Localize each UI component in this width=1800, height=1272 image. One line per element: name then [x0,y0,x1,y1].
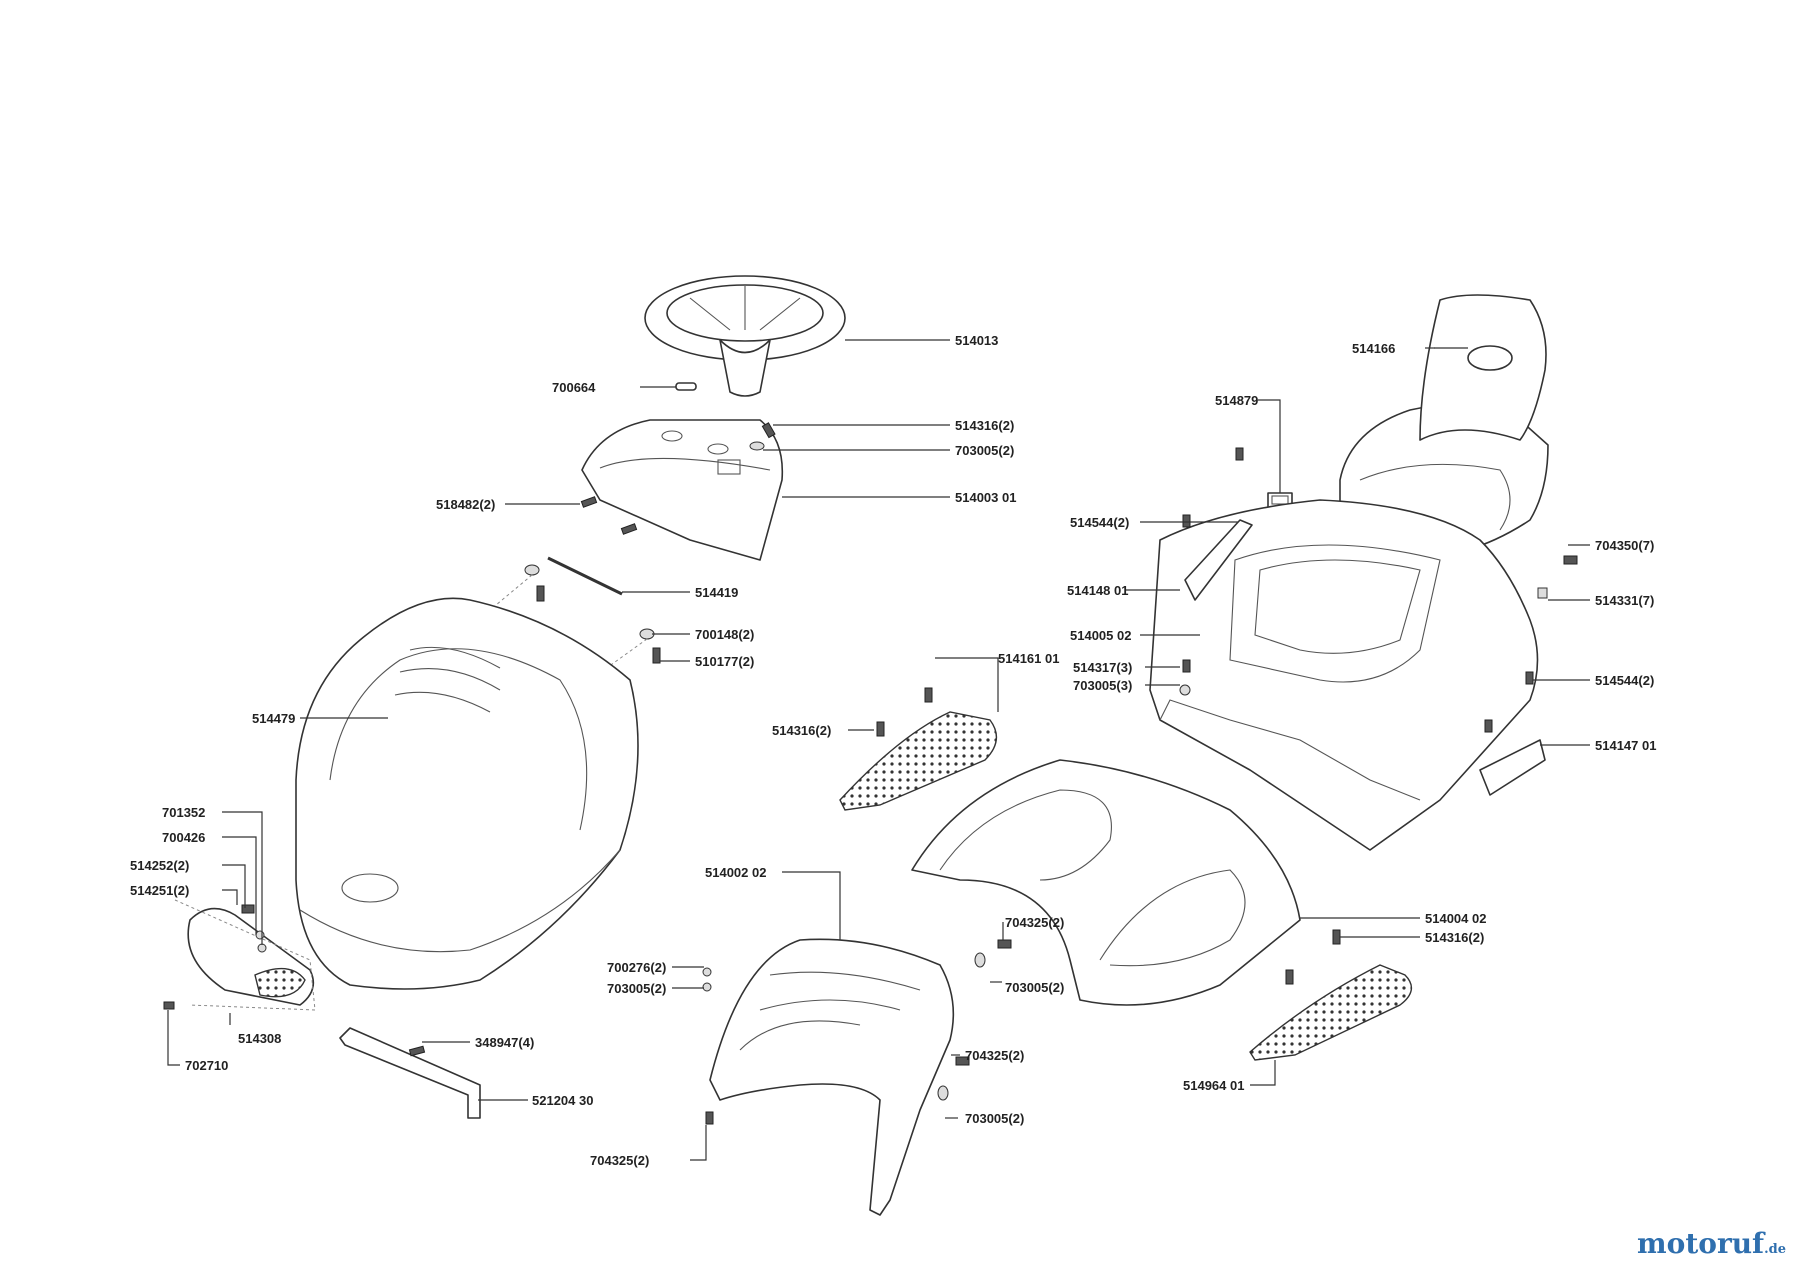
rear-body [1149,499,1539,851]
label-rear-screw-l: 514544(2) [1070,515,1129,530]
label-washer-c: 703005(2) [965,1111,1024,1126]
label-light-b: 700426 [162,830,205,845]
label-rear-screw-r: 514544(2) [1595,673,1654,688]
label-dash-panel: 514003 01 [955,490,1016,505]
label-light-c: 514252(2) [130,858,189,873]
dash-screws [580,422,776,535]
pin [675,382,697,391]
label-footplate-r-screw: 514316(2) [1425,930,1484,945]
label-mid-body: 514004 02 [1425,911,1486,926]
bracket [339,1027,481,1119]
logo-text: motoruf [1637,1227,1765,1260]
front-hardware [937,1056,970,1101]
logo-suffix: .de [1764,1242,1786,1257]
label-hood-screw: 510177(2) [695,654,754,669]
label-dash-washer: 703005(2) [955,443,1014,458]
label-rear-trim-r: 514147 01 [1595,738,1656,753]
label-rear-clip-b: 703005(3) [1073,678,1132,693]
label-bolt-b: 704325(2) [965,1048,1024,1063]
label-footplate-r: 514964 01 [1183,1078,1244,1093]
rod [547,556,623,596]
label-switch: 514879 [1215,393,1258,408]
label-rear-clip-a: 514317(3) [1073,660,1132,675]
label-nut-a: 700276(2) [607,960,666,975]
label-washer-b: 703005(2) [1005,980,1064,995]
label-footplate-l-screw: 514316(2) [772,723,831,738]
label-front-body: 514002 02 [705,865,766,880]
label-bolt-c: 704325(2) [590,1153,649,1168]
rear-trim-left [1184,519,1253,601]
label-steering-wheel: 514013 [955,333,998,348]
label-light-d: 514251(2) [130,883,189,898]
rear-hardware [1182,447,1578,733]
hood [295,597,639,990]
label-footplate-l: 514161 01 [998,651,1059,666]
label-bolt-a: 704325(2) [1005,915,1064,930]
front-body [702,938,955,1216]
label-rear-screw-r7: 704350(7) [1595,538,1654,553]
hood-hardware [489,564,661,681]
label-hood-washer: 700148(2) [695,627,754,642]
headlight [163,899,316,1011]
label-bracket-screw: 348947(4) [475,1035,534,1050]
label-hood: 514479 [252,711,295,726]
brand-logo: motoruf.de [1637,1227,1786,1260]
label-headlight: 514308 [238,1031,281,1046]
label-rod: 514419 [695,585,738,600]
mid-hardware [974,939,1012,968]
label-bracket: 521204 30 [532,1093,593,1108]
label-pin: 700664 [552,380,596,395]
label-seat: 514166 [1352,341,1395,356]
dash-panel [581,419,784,561]
mid-body [911,759,1301,1006]
label-rear-body: 514005 02 [1070,628,1131,643]
part-labels: 514013 700664 514316(2) 703005(2) 518482… [130,333,1656,1168]
leader-lines [167,339,1590,1161]
rear-trim-right [1479,739,1546,796]
footplate-left [839,687,998,811]
label-rear-nut-r7: 514331(7) [1595,593,1654,608]
label-washer-a: 703005(2) [607,981,666,996]
steering-wheel [644,275,846,397]
label-rear-trim-l: 514148 01 [1067,583,1128,598]
footplate-right [1249,929,1413,1061]
label-light-a: 701352 [162,805,205,820]
label-dash-side-screw: 518482(2) [436,497,495,512]
label-light-screw: 702710 [185,1058,228,1073]
label-dash-screw: 514316(2) [955,418,1014,433]
